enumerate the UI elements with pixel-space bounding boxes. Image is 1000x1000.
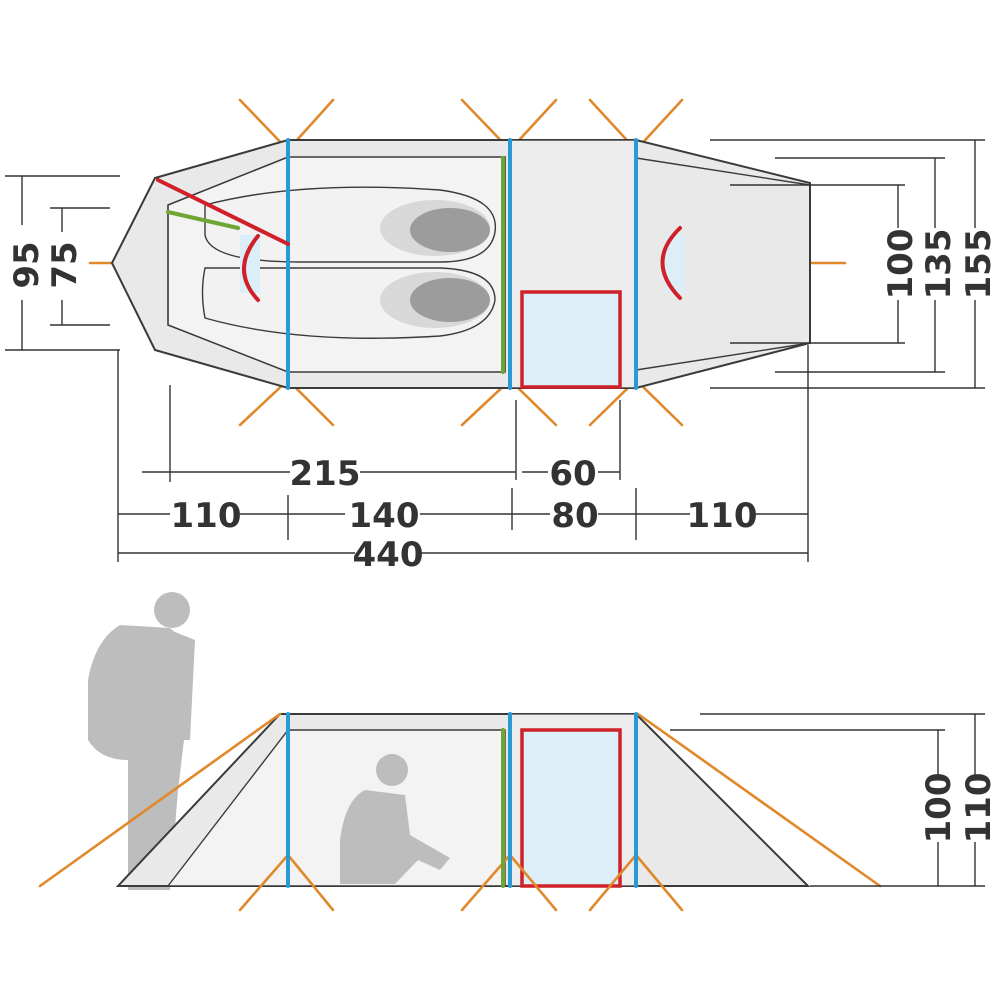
sleeping-bags <box>201 186 497 339</box>
dim-right-mid: 135 <box>919 229 959 300</box>
top-right-vestibule-line-2 <box>635 342 811 371</box>
dim-seg-vestibule-left: 110 <box>171 496 242 536</box>
backpacker-silhouette <box>88 592 195 890</box>
top-right-vestibule-lines <box>635 157 811 186</box>
side-poles <box>286 712 638 888</box>
side-dim-inner: 100 <box>919 773 959 844</box>
side-view: 100 110 <box>38 592 999 912</box>
dim-seg-bedroom: 140 <box>349 496 420 536</box>
dim-right-outer: 155 <box>959 229 999 300</box>
top-poles <box>156 138 682 390</box>
top-dimension-lines <box>5 139 985 562</box>
dim-door-width: 60 <box>549 454 596 494</box>
sitting-person-silhouette <box>340 754 450 884</box>
top-view: 95 75 100 135 155 215 60 110 140 80 110 … <box>5 98 999 575</box>
dim-seg-vestibule-right: 110 <box>687 496 758 536</box>
dim-seg-center: 80 <box>551 496 598 536</box>
dim-left-inner: 75 <box>45 241 85 288</box>
top-right-window <box>665 235 685 293</box>
dim-total-length: 440 <box>353 535 424 575</box>
side-center-door <box>520 728 622 888</box>
dim-left-outer: 95 <box>7 241 47 288</box>
side-dimension-lines <box>670 713 985 887</box>
side-dim-outer: 110 <box>959 773 999 844</box>
dim-right-inner: 100 <box>881 229 921 300</box>
side-guy-lines <box>38 712 882 912</box>
top-center-door <box>520 290 622 389</box>
dim-inner-length: 215 <box>290 454 361 494</box>
